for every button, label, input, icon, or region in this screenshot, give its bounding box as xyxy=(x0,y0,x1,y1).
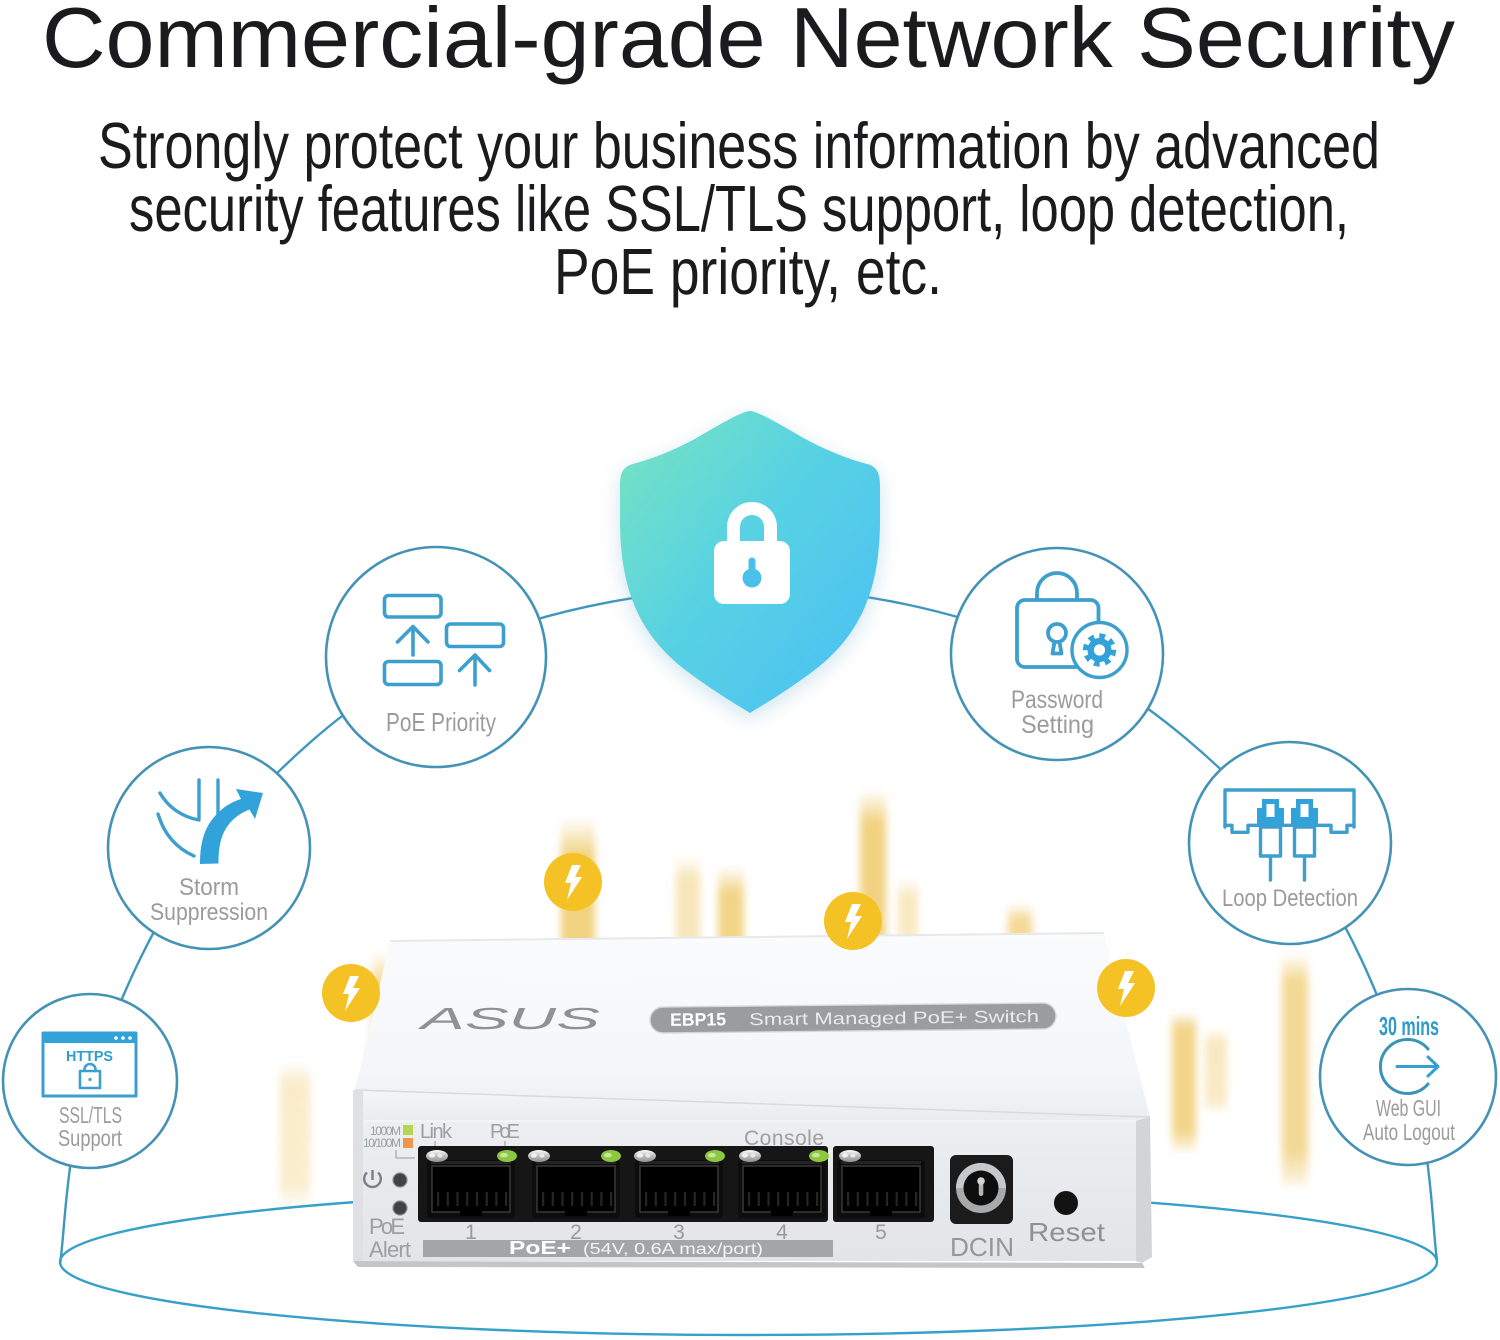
svg-text:Setting: Setting xyxy=(1021,711,1094,739)
svg-text:10/100M: 10/100M xyxy=(363,1136,401,1150)
svg-text:Strongly protect your business: Strongly protect your business informati… xyxy=(98,110,1380,182)
svg-text:Support: Support xyxy=(58,1125,122,1151)
svg-text:Storm: Storm xyxy=(179,874,239,901)
svg-text:security features like SSL/TLS: security features like SSL/TLS support, … xyxy=(129,173,1349,245)
svg-text:Smart Managed PoE+ Switch: Smart Managed PoE+ Switch xyxy=(749,1007,1039,1029)
svg-text:HTTPS: HTTPS xyxy=(66,1048,113,1065)
svg-text:Link: Link xyxy=(420,1121,453,1143)
svg-text:5: 5 xyxy=(875,1221,887,1244)
svg-text:Reset: Reset xyxy=(1028,1217,1106,1247)
svg-text:SSL/TLS: SSL/TLS xyxy=(59,1102,122,1128)
svg-text:1000M: 1000M xyxy=(370,1124,401,1138)
svg-text:PoE Priority: PoE Priority xyxy=(386,707,496,737)
svg-text:PoE+: PoE+ xyxy=(509,1238,571,1258)
svg-text:4: 4 xyxy=(776,1221,788,1244)
svg-text:(54V, 0.6A max/port): (54V, 0.6A max/port) xyxy=(583,1241,763,1258)
svg-text:Commercial-grade Network Secur: Commercial-grade Network Security xyxy=(42,0,1456,86)
svg-text:ASUS: ASUS xyxy=(417,1001,601,1036)
svg-text:Auto Logout: Auto Logout xyxy=(1363,1119,1455,1145)
svg-text:DCIN: DCIN xyxy=(950,1232,1014,1262)
svg-text:3: 3 xyxy=(673,1221,685,1244)
svg-text:1: 1 xyxy=(465,1221,477,1244)
svg-text:2: 2 xyxy=(570,1221,582,1244)
svg-text:Web GUI: Web GUI xyxy=(1376,1095,1441,1121)
svg-text:30 mins: 30 mins xyxy=(1379,1011,1439,1041)
svg-text:PoE priority, etc.: PoE priority, etc. xyxy=(554,236,942,308)
svg-text:Console: Console xyxy=(744,1127,824,1150)
svg-text:PoE: PoE xyxy=(490,1121,520,1143)
svg-text:Loop Detection: Loop Detection xyxy=(1222,885,1358,912)
svg-text:PoE: PoE xyxy=(369,1214,405,1239)
svg-text:Suppression: Suppression xyxy=(150,899,268,926)
svg-text:EBP15: EBP15 xyxy=(670,1009,726,1030)
svg-text:Alert: Alert xyxy=(369,1237,411,1262)
svg-text:Password: Password xyxy=(1011,686,1103,714)
